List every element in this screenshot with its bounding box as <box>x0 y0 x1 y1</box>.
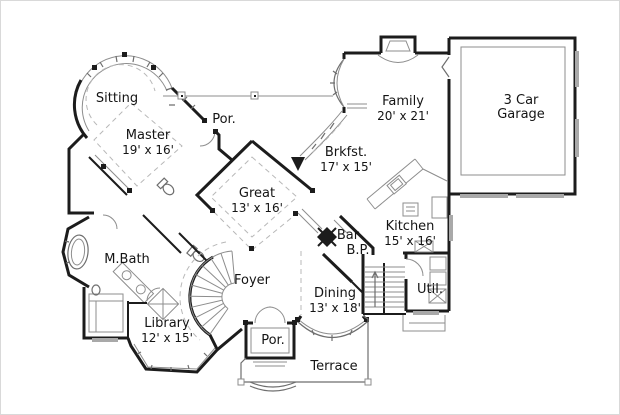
rear-stoop <box>402 315 446 332</box>
room-label-terrace: Terrace <box>310 359 358 374</box>
room-label-breakfast: Brkfst.17' x 15' <box>320 145 372 175</box>
dryer <box>429 271 447 286</box>
refrigerator <box>431 196 448 219</box>
breakfast-nook <box>291 110 348 171</box>
utility-door-swing <box>405 258 424 277</box>
powder-toilet <box>186 244 205 263</box>
room-label-porch-top: Por. <box>212 112 236 127</box>
kitchen-area <box>366 158 453 311</box>
master-bath-area <box>61 177 208 321</box>
room-label-bp: B.P. <box>346 243 370 258</box>
range <box>402 202 419 217</box>
room-label-bar: Bar <box>336 228 360 243</box>
room-label-porch-bottom: Por. <box>261 333 285 348</box>
main-staircase <box>361 254 406 315</box>
room-label-foyer: Foyer <box>233 273 271 288</box>
garage-area <box>449 36 579 198</box>
entry-steps <box>253 361 287 367</box>
bathtub <box>67 234 89 270</box>
entry-door-swings <box>254 306 286 324</box>
spiral-staircase <box>179 241 236 350</box>
master-bedroom <box>67 86 233 215</box>
room-label-utility: Util. <box>417 282 443 297</box>
shower <box>146 287 180 321</box>
kitchen-island <box>366 158 448 210</box>
door-swing <box>146 287 161 302</box>
room-label-mbath: M.Bath <box>104 252 150 267</box>
vanity-sinks <box>112 261 155 304</box>
terrace-step <box>249 381 297 392</box>
foyer-front-porch <box>243 306 297 367</box>
family-room <box>330 35 451 194</box>
room-label-sitting: Sitting <box>95 91 139 106</box>
washer <box>429 256 447 271</box>
column <box>291 157 305 171</box>
door-swing <box>102 214 118 230</box>
room-label-garage: 3 Car Garage <box>497 93 545 122</box>
bar-butlers-pantry <box>317 214 375 294</box>
sitting-turret <box>72 52 175 139</box>
great-room <box>194 139 323 251</box>
library-area <box>126 241 243 374</box>
toilet <box>156 177 175 196</box>
utility-room <box>402 256 449 332</box>
garage-door-swing <box>441 56 450 78</box>
closet <box>82 284 129 342</box>
terrace-area <box>237 315 372 392</box>
top-porch <box>163 91 333 100</box>
fireplace <box>377 35 419 63</box>
